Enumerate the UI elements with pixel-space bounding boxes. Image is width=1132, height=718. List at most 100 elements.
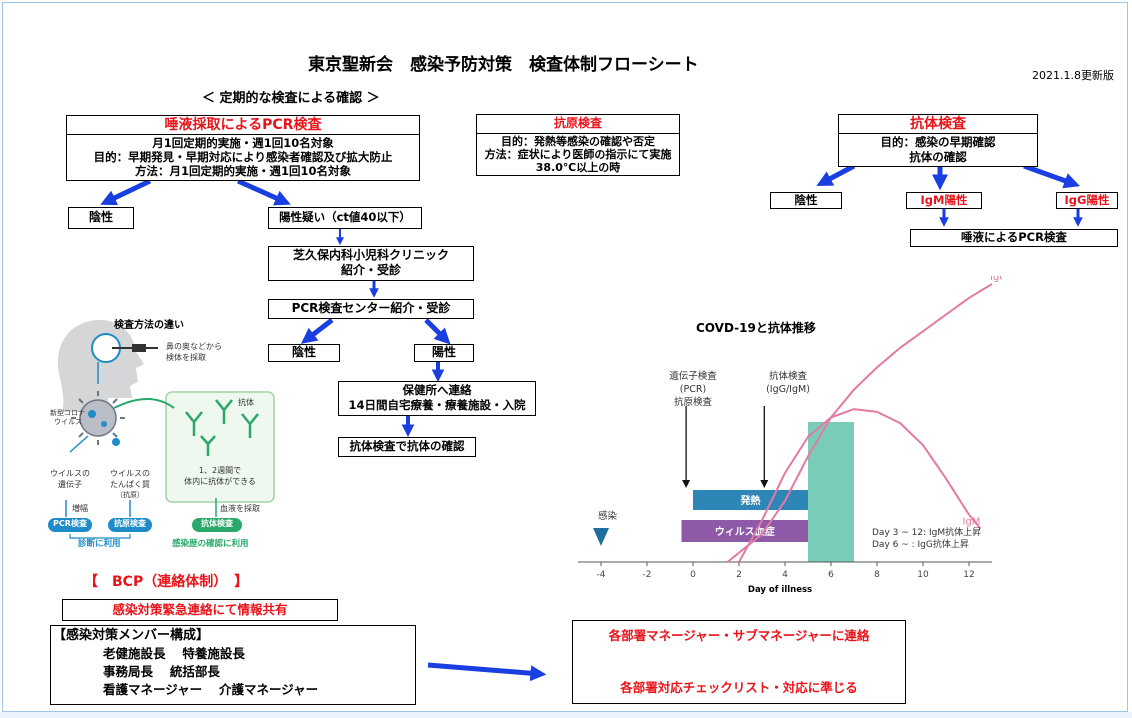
pcr-negative-label: 陰性	[88, 210, 113, 224]
viremia-label: ウィルス血症	[715, 525, 775, 538]
virus-to-gene-line	[69, 435, 89, 453]
chart-background	[568, 276, 1002, 606]
antibody-test-chip-label: 抗体検査	[201, 519, 233, 528]
x-tick-label-6: 8	[874, 570, 880, 580]
weeks-label-2: 体内に抗体ができる	[184, 477, 256, 486]
antibody-title-box: 抗体検査	[838, 114, 1038, 134]
center-positive-label: 陽性	[431, 345, 456, 359]
antibody-details-box: 目的：感染の早期確認 抗体の確認	[838, 133, 1038, 167]
bottom-strip	[0, 712, 1132, 718]
series-igm-line	[738, 408, 982, 563]
day-note-2: Day 6 ~ : IgG抗体上昇	[872, 540, 969, 550]
igg-positive-label: IgG陽性	[1064, 193, 1110, 207]
bcp-members-box: 【感染対策メンバー構成】 老健施設長 特養施設長 事務局長 統括部長 看護マネー…	[50, 625, 416, 705]
antibody-test-chip	[192, 518, 242, 532]
pcr-center-box: PCR検査センター紹介・受診	[268, 299, 474, 319]
bcp-share-box: 感染対策緊急連絡にて情報共有	[62, 599, 338, 621]
antibody-detail-2: 抗体の確認	[909, 150, 967, 164]
bcp-follow-label: 各部署対応チェックリスト・対応に準じる	[620, 680, 858, 695]
antigen-title: 抗原検査	[553, 116, 602, 130]
x-tick-label-5: 6	[828, 570, 834, 580]
arrow-center-to-negative	[300, 318, 334, 344]
gene-label-2: 遺伝子	[58, 480, 82, 489]
pcr-annot-3: 抗原検査	[673, 397, 712, 408]
history-use-label: 感染歴の確認に利用	[172, 539, 249, 549]
head-silhouette	[57, 320, 145, 412]
virus-label-1: 新型コロナ	[50, 409, 85, 417]
weeks-label-1: 1、2週間で	[198, 466, 242, 475]
clinic-label-1: 芝久保内科小児科クリニック	[292, 248, 449, 262]
series-igm-label: IgM	[963, 517, 981, 528]
series-igg-line	[726, 283, 993, 563]
virus-icon	[71, 391, 125, 445]
arrow-antibody-to-igg	[1023, 163, 1081, 189]
infection-marker	[593, 528, 609, 546]
pcr-suspect-label: 陽性疑い（ct値40以下）	[279, 210, 411, 224]
section-heading: ＜ 定期的な検査による確認 ＞	[202, 91, 380, 106]
antigen-detail-1: 目的：発熱等感染の確認や否定	[501, 135, 655, 148]
ab-annot-1: 抗体検査	[768, 371, 807, 382]
arrow-antibody-to-negative	[816, 163, 856, 187]
x-tick-label-8: 12	[963, 570, 974, 580]
x-tick-label-7: 10	[917, 570, 929, 580]
diagnosis-use-label: 診断に利用	[78, 539, 121, 549]
version-label: 2021.1.8更新版	[1032, 69, 1114, 82]
arrow-center-to-positive	[424, 318, 451, 345]
bcp-members-title: 【感染対策メンバー構成】	[53, 628, 210, 643]
pcr-annot-2: (PCR)	[679, 384, 707, 395]
bcp-member-line-2: 事務局長 統括部長	[103, 664, 220, 679]
antigen-detail-3: 38.0℃以上の時	[535, 161, 621, 174]
center-positive-box: 陽性	[414, 344, 474, 362]
x-tick-label-1: -2	[643, 570, 652, 580]
pcr-center-label: PCR検査センター紹介・受診	[291, 301, 451, 315]
amplify-label: 増幅	[72, 504, 88, 513]
antigen-detail-2: 方法：症状により医師の指示にて実施	[484, 148, 672, 161]
bcp-share-label: 感染対策緊急連絡にて情報共有	[112, 602, 288, 617]
igm-positive-box: IgM陽性	[906, 192, 982, 209]
antibody-negative-label: 陰性	[794, 193, 818, 207]
virus-label-2: ウイルス	[54, 418, 82, 426]
saliva-pcr-label: 唾液によるPCR検査	[961, 230, 1067, 244]
pcr-title-box: 唾液採取によるPCR検査	[66, 115, 420, 135]
center-negative-label: 陰性	[291, 345, 316, 359]
antibody-y-icons	[185, 399, 259, 456]
test-method-illustration	[48, 320, 275, 539]
saliva-pcr-box: 唾液によるPCR検査	[910, 229, 1118, 247]
center-negative-box: 陰性	[268, 344, 340, 362]
pcr-detail-2: 目的：早期発見・早期対応により感染者確認及び拡大防止	[93, 150, 393, 164]
igm-positive-label: IgM陽性	[920, 193, 968, 207]
pcr-test-chip-label: PCR検査	[53, 519, 87, 528]
blood-label: 血液を採取	[220, 504, 260, 513]
antibody-negative-box: 陰性	[770, 192, 842, 209]
bcp-member-line-3: 看護マネージャー 介護マネージャー	[103, 682, 319, 697]
bcp-contact-label: 各部署マネージャー・サブマネージャーに連絡	[608, 628, 870, 643]
antigen-box: 抗原検査 目的：発熱等感染の確認や否定 方法：症状により医師の指示にて実施 38…	[476, 114, 680, 176]
pcr-title: 唾液採取によるPCR検査	[164, 117, 322, 133]
protein-dot	[112, 438, 120, 446]
bcp-member-line-1: 老健施設長 特養施設長	[103, 646, 245, 661]
ab-annot-2: (IgG/IgM)	[766, 384, 810, 395]
virus-to-antibody-arrow	[113, 398, 175, 409]
pcr-details-box: 月1回定期的実施・週1回10名対象 目的：早期発見・早期対応により感染者確認及び…	[66, 134, 420, 181]
clinic-label-2: 紹介・受診	[340, 263, 401, 277]
pcr-negative-box: 陰性	[68, 207, 134, 229]
arrow-pcr-to-negative	[100, 178, 152, 206]
gene-label-1: ウイルスの	[50, 469, 90, 478]
pcr-detail-1: 月1回定期的実施・週1回10名対象	[152, 136, 334, 150]
swab-handle	[132, 344, 146, 352]
series-igg-label: IgG	[990, 276, 1002, 283]
x-tick-label-3: 2	[736, 570, 742, 580]
antibody-label: 抗体	[238, 398, 254, 407]
fever-bar	[693, 490, 808, 510]
pcr-pointer-head	[682, 480, 691, 488]
antibody-confirm-box: 抗体検査で抗体の確認	[338, 437, 476, 457]
clinic-box: 芝久保内科小児科クリニック 紹介・受診	[268, 246, 474, 281]
health-label-2: 14日間自宅療養・療養施設・入院	[348, 398, 526, 412]
pcr-suspect-box: 陽性疑い（ct値40以下）	[268, 207, 422, 229]
igg-positive-box: IgG陽性	[1056, 192, 1118, 209]
antigen-title-divider	[477, 133, 679, 134]
chart-xlabel: Day of illness	[747, 585, 813, 595]
ab-pointer-head	[760, 480, 769, 488]
